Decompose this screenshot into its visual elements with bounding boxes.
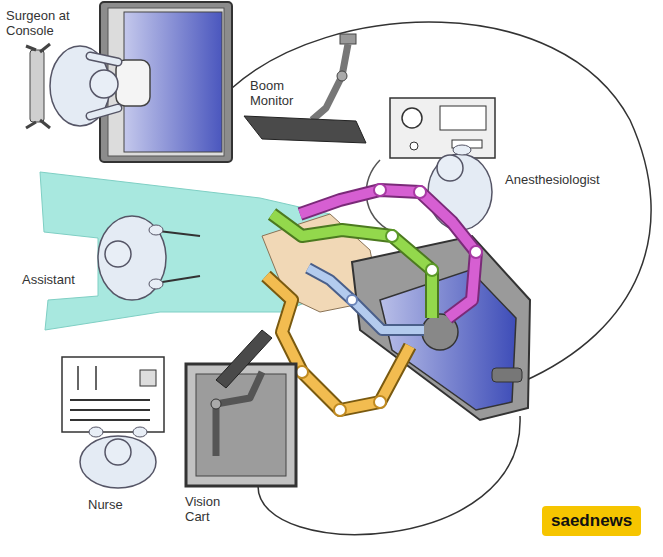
instrument [140, 370, 156, 386]
anesthesia-station [366, 98, 495, 232]
text-label: Assistant [22, 272, 75, 287]
assistant-head [105, 241, 131, 267]
chair-leg [40, 44, 50, 52]
surgeon-console [100, 2, 232, 162]
green-arm [272, 214, 432, 318]
vision-cart-frame [186, 364, 296, 486]
vision-joint [211, 399, 221, 409]
console-panel [108, 8, 224, 156]
assistant-hand [149, 225, 163, 235]
assistant-body [98, 216, 166, 300]
arm-joint [347, 295, 357, 305]
surgeon-figure [26, 44, 118, 128]
cart-handle [492, 368, 522, 382]
boom-mount [340, 34, 356, 44]
console-frame [100, 2, 232, 162]
arm-joint [426, 264, 438, 276]
patient-cart [266, 184, 530, 420]
text-label: Anesthesiologist [505, 172, 600, 187]
blue-arm [308, 268, 424, 330]
anesthesiologist-hand [453, 145, 471, 155]
arm-joint [334, 404, 346, 416]
assistant-hand [149, 279, 163, 289]
vision-monitor [216, 330, 272, 388]
instrument [70, 399, 150, 401]
magenta-arm [300, 190, 476, 318]
surgeon-head [90, 70, 118, 98]
text-label: Boom Monitor [250, 78, 310, 108]
surgeon-arms [90, 56, 118, 116]
boom-arm [312, 44, 348, 120]
text-label: Nurse [88, 497, 123, 512]
anesthesia-machine [390, 98, 495, 158]
nurse-body [80, 436, 156, 488]
instrument [77, 366, 79, 390]
nurse-hand [133, 427, 147, 437]
arm-joint [470, 246, 482, 258]
instrument-table [62, 357, 164, 432]
magenta-arm [300, 190, 476, 318]
anesthesiologist-head [437, 155, 463, 181]
chair-leg [26, 122, 36, 128]
text-label: Vision Cart [185, 494, 237, 524]
green-arm [272, 214, 432, 318]
watermark-text: saednews [551, 511, 632, 531]
chair-leg [40, 120, 50, 128]
vision-cart [186, 330, 296, 486]
surgeon-arms [90, 56, 118, 116]
chair-back [30, 50, 44, 122]
instrument [95, 366, 97, 390]
blue-arm [308, 268, 424, 330]
text-label: Surgeon at Console [6, 8, 78, 38]
nurse-hand [89, 427, 103, 437]
assistant-figure [98, 216, 200, 300]
instrument [70, 409, 150, 411]
chair-leg [26, 46, 36, 50]
instrument [70, 419, 150, 421]
boom-joint [337, 71, 347, 81]
machine-knob [410, 142, 418, 150]
boom-monitor [244, 34, 366, 143]
console-cable [232, 22, 651, 382]
arm-joint [386, 230, 398, 242]
console-headrest [116, 60, 150, 106]
arm-joint [296, 366, 308, 378]
anesthesiologist-body [428, 154, 492, 230]
machine-dial [402, 108, 422, 128]
arm-joint [374, 396, 386, 408]
nurse-station [62, 357, 164, 488]
arm-joint [374, 184, 386, 196]
watermark-badge: saednews [542, 506, 641, 536]
machine-screen [440, 106, 486, 130]
cart-body [380, 270, 516, 410]
vision-cart-top [196, 374, 286, 476]
nurse-head [105, 439, 131, 465]
arm-joint [414, 186, 426, 198]
boom-screen [244, 116, 366, 143]
